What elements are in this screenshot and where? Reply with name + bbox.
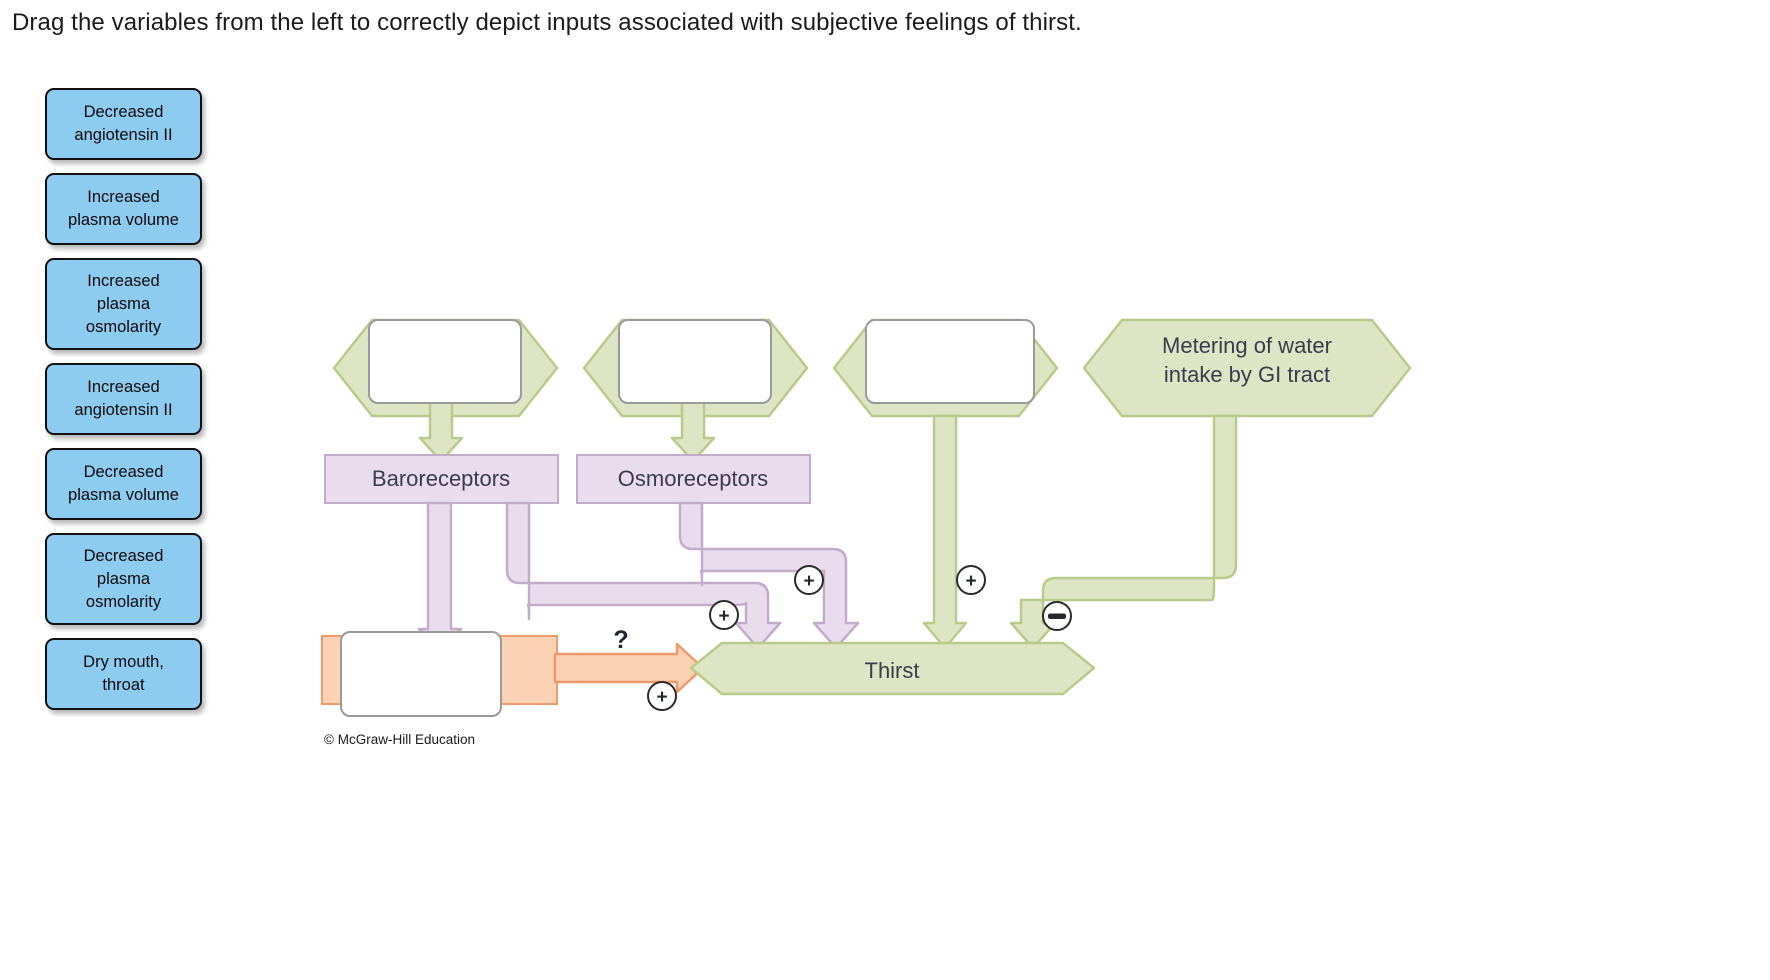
dropzone-2[interactable] — [618, 319, 772, 404]
node-osmoreceptors: Osmoreceptors — [576, 454, 811, 504]
unknown-marker: ? — [613, 626, 628, 654]
connector-metering-to-thirst — [1009, 414, 1238, 650]
sign-plus-2: + — [709, 600, 739, 630]
copyright-notice: © McGraw-Hill Education — [324, 732, 475, 747]
chevron-metering-of-water-intake: Metering of water intake by GI tract — [1082, 318, 1412, 418]
page-title: Drag the variables from the left to corr… — [12, 9, 1082, 36]
metering-label-line1: Metering of water — [1162, 333, 1332, 358]
tile-label: Dry mouth,throat — [83, 653, 164, 694]
node-baroreceptors: Baroreceptors — [324, 454, 559, 504]
sign-minus-1: − — [1042, 601, 1072, 631]
dropzone-3[interactable] — [865, 319, 1035, 404]
sign-plus-4: + — [647, 681, 677, 711]
osmoreceptors-label: Osmoreceptors — [618, 466, 768, 491]
sign-plus-1-symbol: + — [803, 571, 814, 592]
sign-minus-1-symbol: − — [1051, 607, 1062, 628]
sign-plus-1: + — [794, 565, 824, 595]
draggable-tile-dry-mouth-throat[interactable]: Dry mouth,throat — [45, 638, 202, 710]
node-thirst: Thirst — [689, 641, 1096, 696]
sign-plus-3: + — [956, 565, 986, 595]
arrow-orange-to-thirst — [553, 642, 705, 694]
connector-osmoreceptors-to-thirst — [678, 501, 860, 650]
connector-baroreceptors-to-bottom-box — [417, 501, 463, 654]
baroreceptors-label: Baroreceptors — [372, 466, 510, 491]
dropzone-1[interactable] — [368, 319, 522, 404]
metering-label-line2: intake by GI tract — [1164, 362, 1330, 387]
sign-plus-4-symbol: + — [656, 687, 667, 708]
sign-plus-2-symbol: + — [718, 606, 729, 627]
arrow-input1-to-baroreceptors — [418, 398, 464, 463]
connector-input3-to-thirst — [922, 414, 968, 650]
arrow-input2-to-osmoreceptors — [670, 398, 716, 463]
thirst-label: Thirst — [865, 658, 920, 683]
connector-baroreceptors-to-thirst — [505, 501, 782, 650]
dropzone-4[interactable] — [340, 631, 502, 717]
sign-plus-3-symbol: + — [965, 571, 976, 592]
